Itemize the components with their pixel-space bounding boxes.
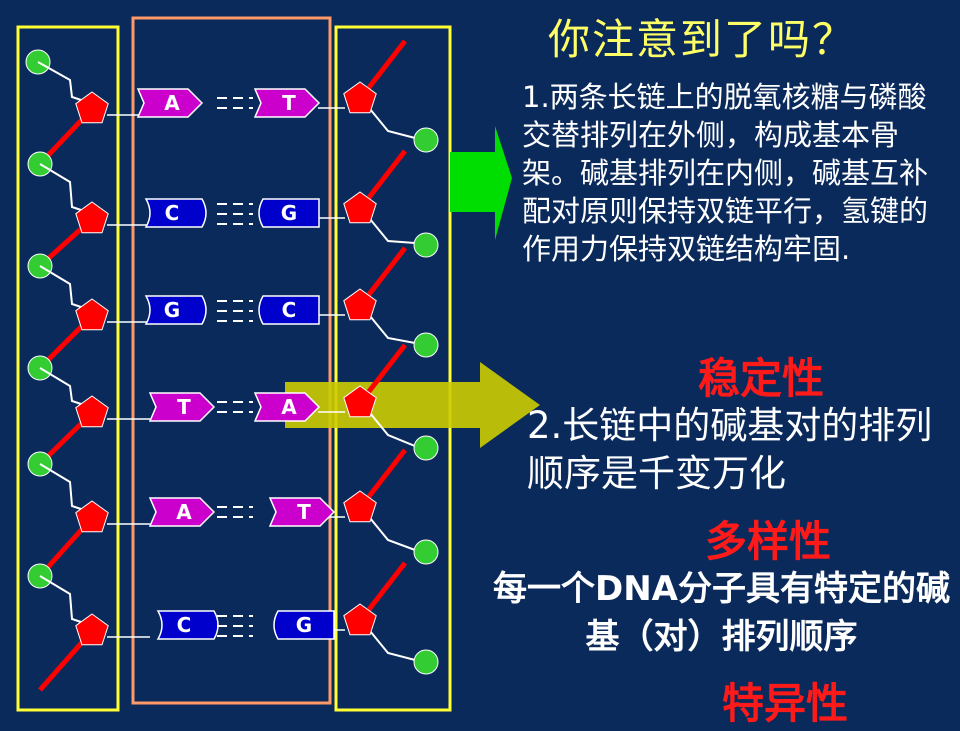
nucleobase-label: G (281, 201, 297, 225)
nucleobase-label: A (164, 91, 180, 115)
point-2-sequence-text: 2.长链中的碱基对的排列顺序是千变万化 (527, 404, 933, 495)
backbone-link (39, 575, 85, 624)
nucleobase-label: A (176, 500, 192, 524)
nucleobase-label: C (282, 298, 297, 322)
left-strand-frame (16, 25, 120, 712)
nucleobase-shape (136, 88, 204, 118)
nucleobase-label: A (281, 395, 297, 419)
nucleobase-shape (273, 610, 335, 640)
backbone-link (37, 61, 85, 102)
phosphate-icon (413, 649, 439, 675)
nucleobase-shape (253, 88, 321, 118)
point-1-backbone-text: 1.两条长链上的脱氧核糖与磷酸交替排列在外侧，构成基本骨架。碱基排列在内侧，碱基… (522, 80, 929, 266)
nucleobase-shape (144, 198, 207, 228)
deoxyribose-icon (75, 613, 109, 646)
nucleobase-label: T (297, 500, 311, 524)
keyword-diversity: 多样性 (705, 517, 832, 566)
keyword-stability: 稳定性 (698, 354, 825, 403)
deoxyribose-icon (75, 201, 109, 234)
backbone-link (39, 265, 85, 309)
backbone-link (39, 367, 85, 406)
base-pair-frame (131, 16, 332, 705)
nucleobase-shape (268, 497, 336, 527)
nucleobase-label: G (164, 298, 180, 322)
phosphate-icon (413, 539, 439, 565)
deoxyribose-icon (343, 603, 377, 636)
nucleobase-shape (144, 295, 207, 325)
right-strand-frame (334, 25, 452, 712)
deoxyribose-icon (343, 288, 377, 321)
page-title: 你注意到了吗？ (548, 15, 857, 64)
phosphate-icon (413, 435, 439, 461)
deoxyribose-icon (75, 395, 109, 428)
nucleobase-shape (148, 392, 216, 422)
dna-double-helix-diagram: A T C G G C T A A T C G (16, 16, 540, 712)
nucleobase-shape (253, 392, 321, 422)
nucleobase-shape (148, 497, 216, 527)
deoxyribose-icon (75, 298, 109, 331)
deoxyribose-icon (75, 500, 109, 533)
arrow-icon (450, 126, 512, 240)
deoxyribose-icon (343, 385, 377, 418)
phosphate-icon (413, 332, 439, 358)
nucleobase-shape (258, 198, 320, 228)
nucleobase-label: G (296, 613, 312, 637)
phosphate-icon (413, 127, 439, 153)
nucleobase-shape (156, 610, 219, 640)
deoxyribose-icon (343, 490, 377, 523)
deoxyribose-icon (75, 91, 109, 124)
nucleobase-label: T (177, 395, 191, 419)
nucleobase-label: C (165, 201, 180, 225)
deoxyribose-icon (343, 191, 377, 224)
arrow-icon (285, 362, 540, 448)
nucleobase-label: T (282, 91, 296, 115)
point-3-specificity-text: 每一个DNA分子具有特定的碱基（对）排列顺序 (493, 569, 950, 657)
keyword-specificity: 特异性 (722, 679, 849, 728)
phosphate-icon (413, 232, 439, 258)
backbone-link (39, 163, 85, 212)
nucleobase-shape (258, 295, 320, 325)
nucleobase-label: C (177, 613, 192, 637)
deoxyribose-icon (343, 81, 377, 114)
backbone-link (39, 463, 85, 511)
